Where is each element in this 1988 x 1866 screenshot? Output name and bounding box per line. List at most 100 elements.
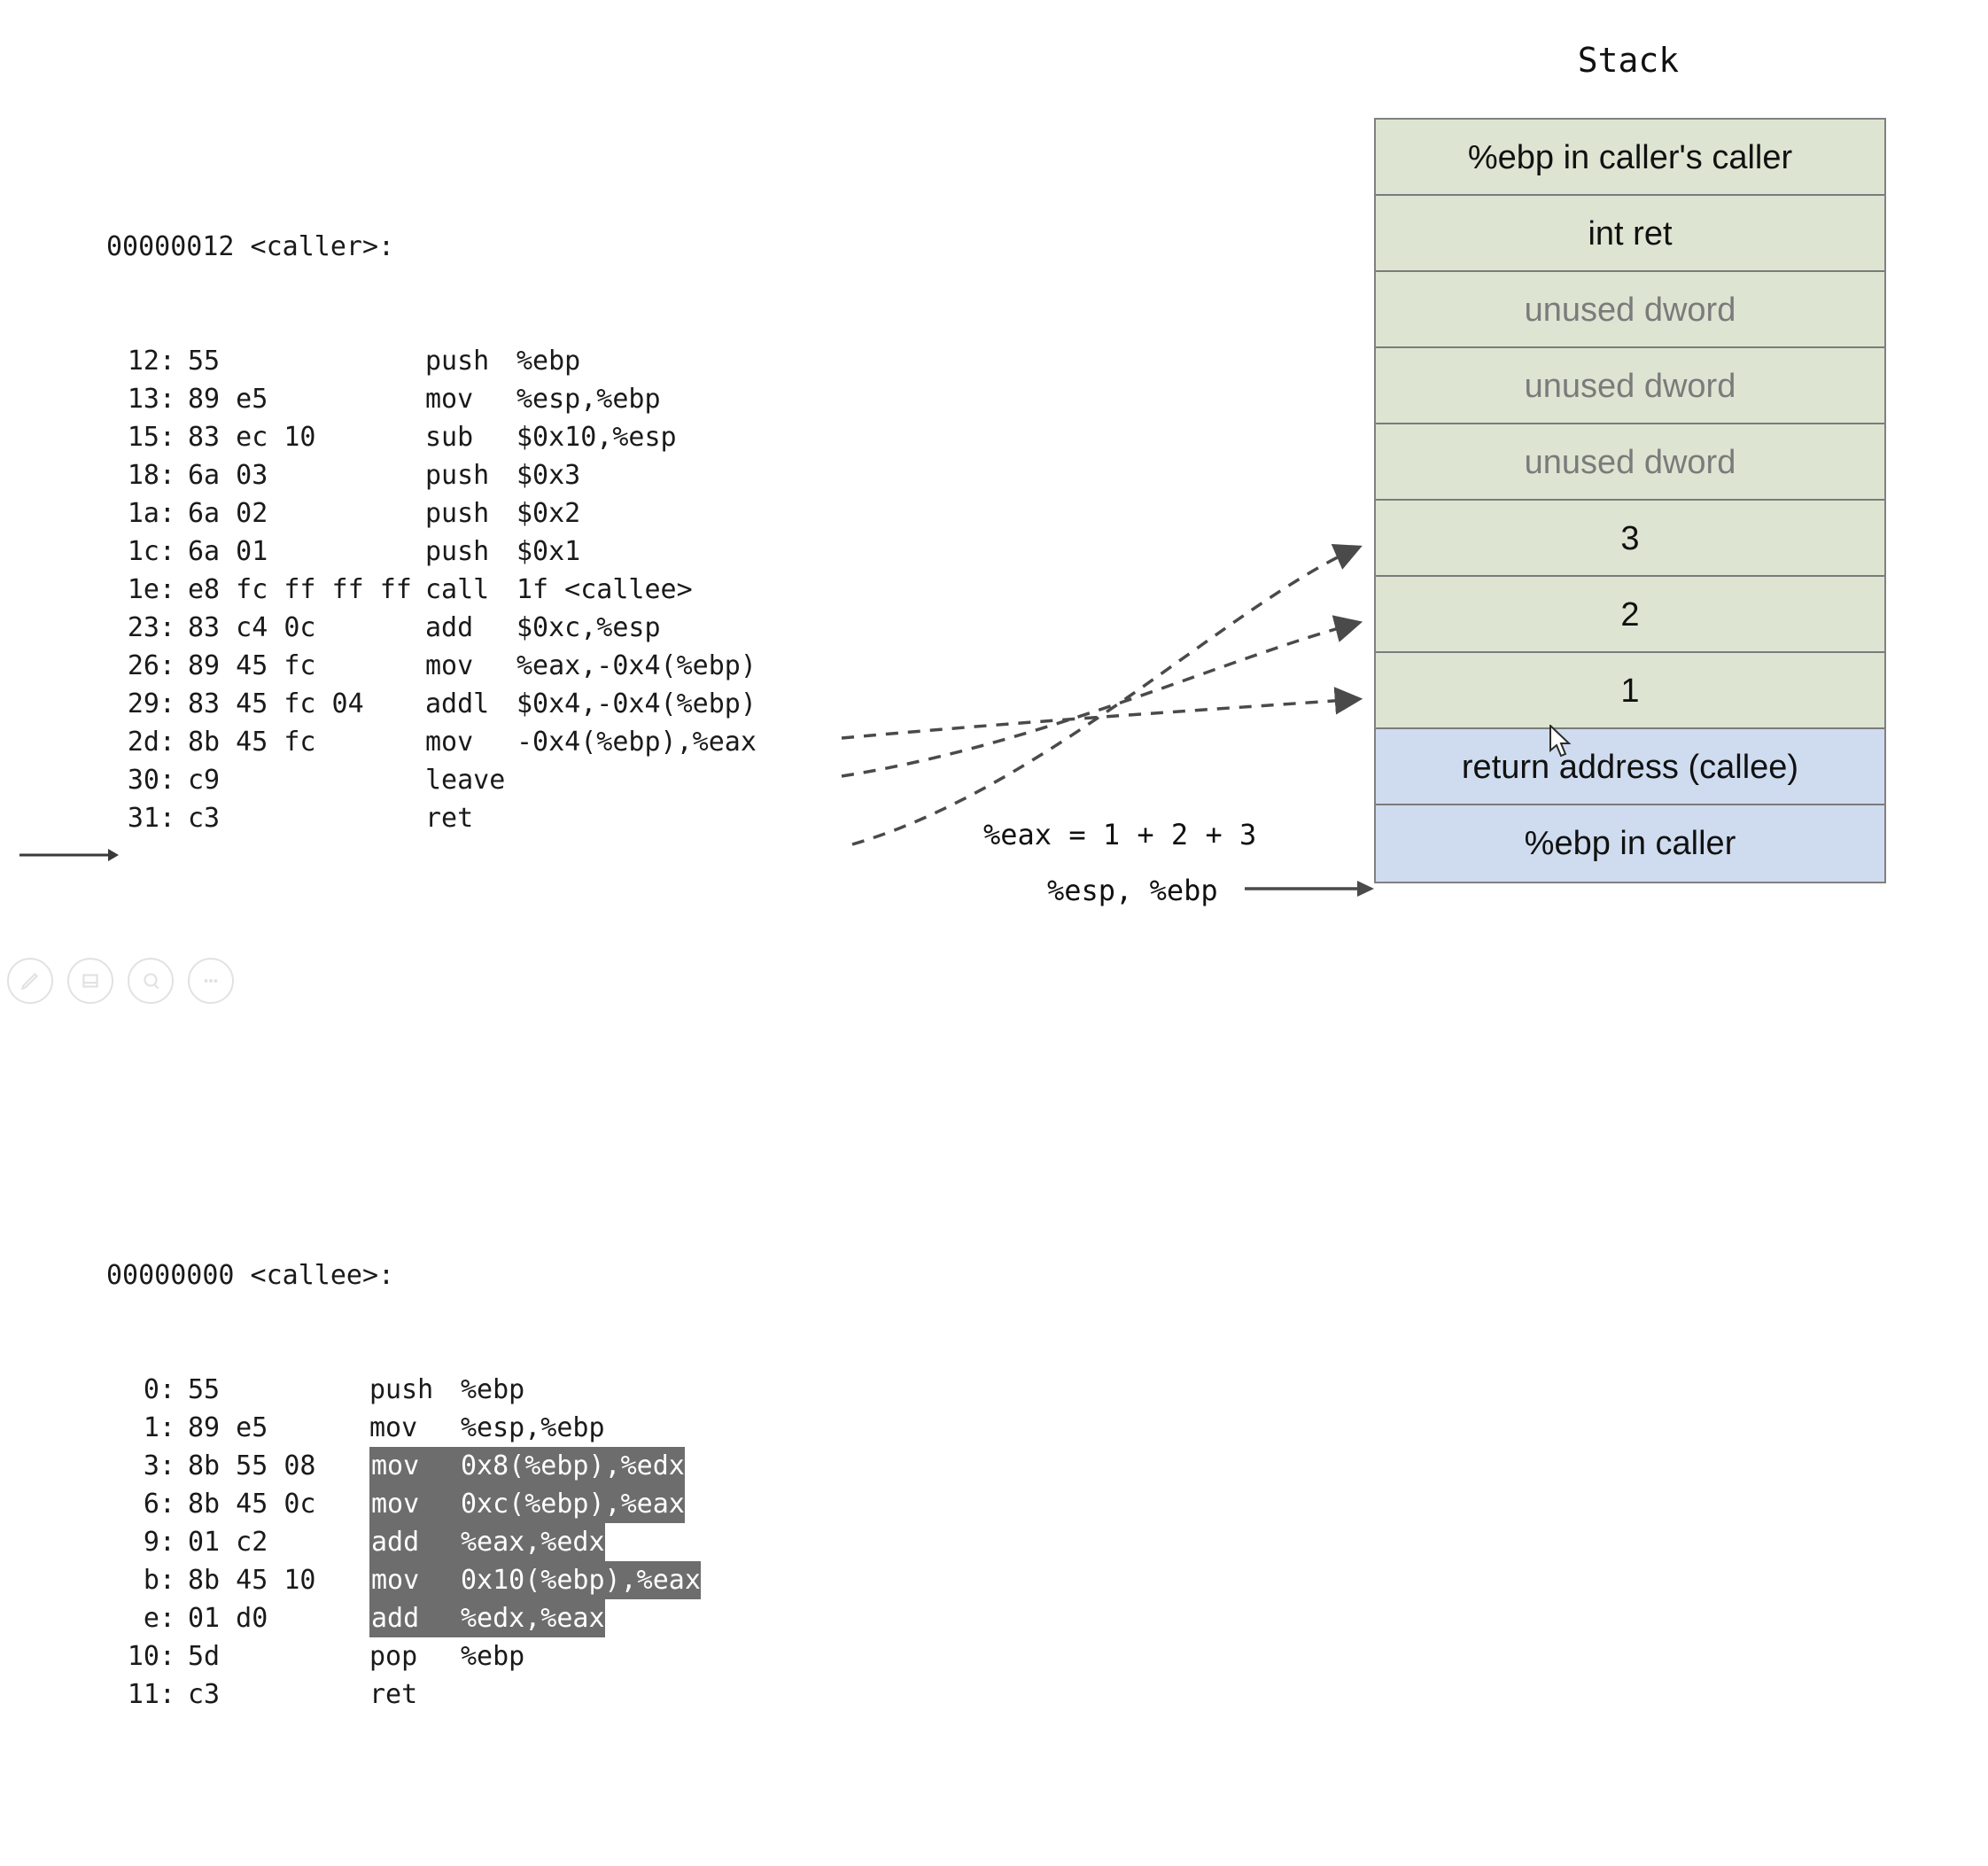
instruction-address: 23:	[127, 612, 175, 643]
instruction-address: 31:	[127, 803, 175, 834]
instruction-mnemonic: mov	[369, 1447, 461, 1485]
stack-cell: %ebp in caller's caller	[1376, 120, 1884, 196]
instruction-operands: %ebp	[516, 346, 581, 377]
instruction-address: 1:	[143, 1412, 175, 1443]
instruction-operands: -0x4(%ebp),%eax	[516, 727, 757, 758]
instruction-mnemonic: push	[425, 460, 490, 491]
stack-cell: 2	[1376, 577, 1884, 653]
stack-cell: return address (callee)	[1376, 729, 1884, 805]
arrow-arg2	[841, 615, 1363, 778]
instruction-address: 0:	[143, 1374, 175, 1405]
stack-cell: unused dword	[1376, 424, 1884, 501]
stack-cell: 3	[1376, 501, 1884, 577]
caller-instruction-row: 31: c3 ret	[106, 799, 757, 837]
instruction-bytes: 01 d0	[188, 1603, 268, 1634]
callee-header: 00000000 <callee>:	[106, 1260, 395, 1291]
instruction-bytes: 89 e5	[188, 384, 268, 415]
arrow-arg1	[841, 687, 1363, 740]
mouse-cursor	[1549, 725, 1572, 758]
instruction-operands: $0x4,-0x4(%ebp)	[516, 688, 757, 719]
instruction-bytes: c3	[188, 1679, 221, 1710]
instruction-address: 3:	[143, 1450, 175, 1481]
stack-cell: 1	[1376, 653, 1884, 729]
instruction-mnemonic: push	[425, 498, 490, 529]
instruction-operands: $0x1	[516, 536, 581, 567]
instruction-mnemonic: mov	[369, 1412, 418, 1443]
caller-header: 00000012 <caller>:	[106, 231, 395, 262]
stack-cell: unused dword	[1376, 348, 1884, 424]
instruction-bytes: 5d	[188, 1641, 221, 1672]
instruction-mnemonic: add	[369, 1599, 461, 1637]
instruction-operands: 1f <callee>	[516, 574, 693, 605]
pen-icon[interactable]	[7, 958, 53, 1004]
instruction-mnemonic: mov	[369, 1561, 461, 1599]
annotation-toolbar[interactable]	[7, 958, 234, 1004]
arrow-esp-ebp	[1245, 881, 1374, 897]
instruction-address: 11:	[127, 1679, 175, 1710]
instruction-mnemonic: add	[369, 1523, 461, 1561]
instruction-mnemonic: push	[425, 536, 490, 567]
instruction-operands: $0x3	[516, 460, 581, 491]
instruction-mnemonic: add	[425, 612, 474, 643]
instruction-mnemonic: mov	[425, 650, 474, 681]
callee-instruction-row: 9: 01 c2 add%eax,%edx	[106, 1523, 757, 1561]
instruction-operands: %eax,%edx	[461, 1523, 605, 1561]
instruction-mnemonic: call	[425, 574, 490, 605]
instruction-bytes: 6a 01	[188, 536, 268, 567]
instruction-address: 1a:	[127, 498, 175, 529]
instruction-operands: 0x10(%ebp),%eax	[461, 1561, 701, 1599]
instruction-mnemonic: mov	[369, 1485, 461, 1523]
instruction-bytes: c9	[188, 765, 221, 796]
instruction-address: 2d:	[127, 727, 175, 758]
arrow-arg3	[851, 544, 1363, 846]
instruction-operands: %esp,%ebp	[461, 1412, 605, 1443]
instruction-bytes: 55	[188, 346, 221, 377]
instruction-operands: %ebp	[461, 1641, 525, 1672]
instruction-mnemonic: mov	[425, 384, 474, 415]
instruction-bytes: 8b 45 fc	[188, 727, 316, 758]
instruction-bytes: 89 e5	[188, 1412, 268, 1443]
stack-title: Stack	[1577, 41, 1680, 80]
instruction-mnemonic: addl	[425, 688, 490, 719]
esp-ebp-note: %esp, %ebp	[1047, 874, 1218, 907]
caller-instruction-row: 2d: 8b 45 fc mov -0x4(%ebp),%eax	[106, 723, 757, 761]
instruction-address: 18:	[127, 460, 175, 491]
instruction-address: 6:	[143, 1489, 175, 1520]
instruction-address: 1e:	[127, 574, 175, 605]
instruction-mnemonic: mov	[425, 727, 474, 758]
instruction-bytes: c3	[188, 803, 221, 834]
instruction-bytes: 6a 03	[188, 460, 268, 491]
eraser-icon[interactable]	[67, 958, 113, 1004]
stack-cell: int ret	[1376, 196, 1884, 272]
caller-instruction-row: 18: 6a 03 push $0x3	[106, 456, 757, 494]
highlighter-icon[interactable]	[128, 958, 174, 1004]
callee-instruction-row: 1: 89 e5 mov %esp,%ebp	[106, 1409, 757, 1447]
instruction-operands: %esp,%ebp	[516, 384, 661, 415]
instruction-bytes: 01 c2	[188, 1527, 268, 1558]
instruction-address: 9:	[143, 1527, 175, 1558]
instruction-address: b:	[143, 1565, 175, 1596]
instruction-operands: %ebp	[461, 1374, 525, 1405]
instruction-address: 15:	[127, 422, 175, 453]
instruction-address: e:	[143, 1603, 175, 1634]
more-options-icon[interactable]	[188, 958, 234, 1004]
instruction-mnemonic: ret	[425, 803, 474, 834]
stack-cell: unused dword	[1376, 272, 1884, 348]
